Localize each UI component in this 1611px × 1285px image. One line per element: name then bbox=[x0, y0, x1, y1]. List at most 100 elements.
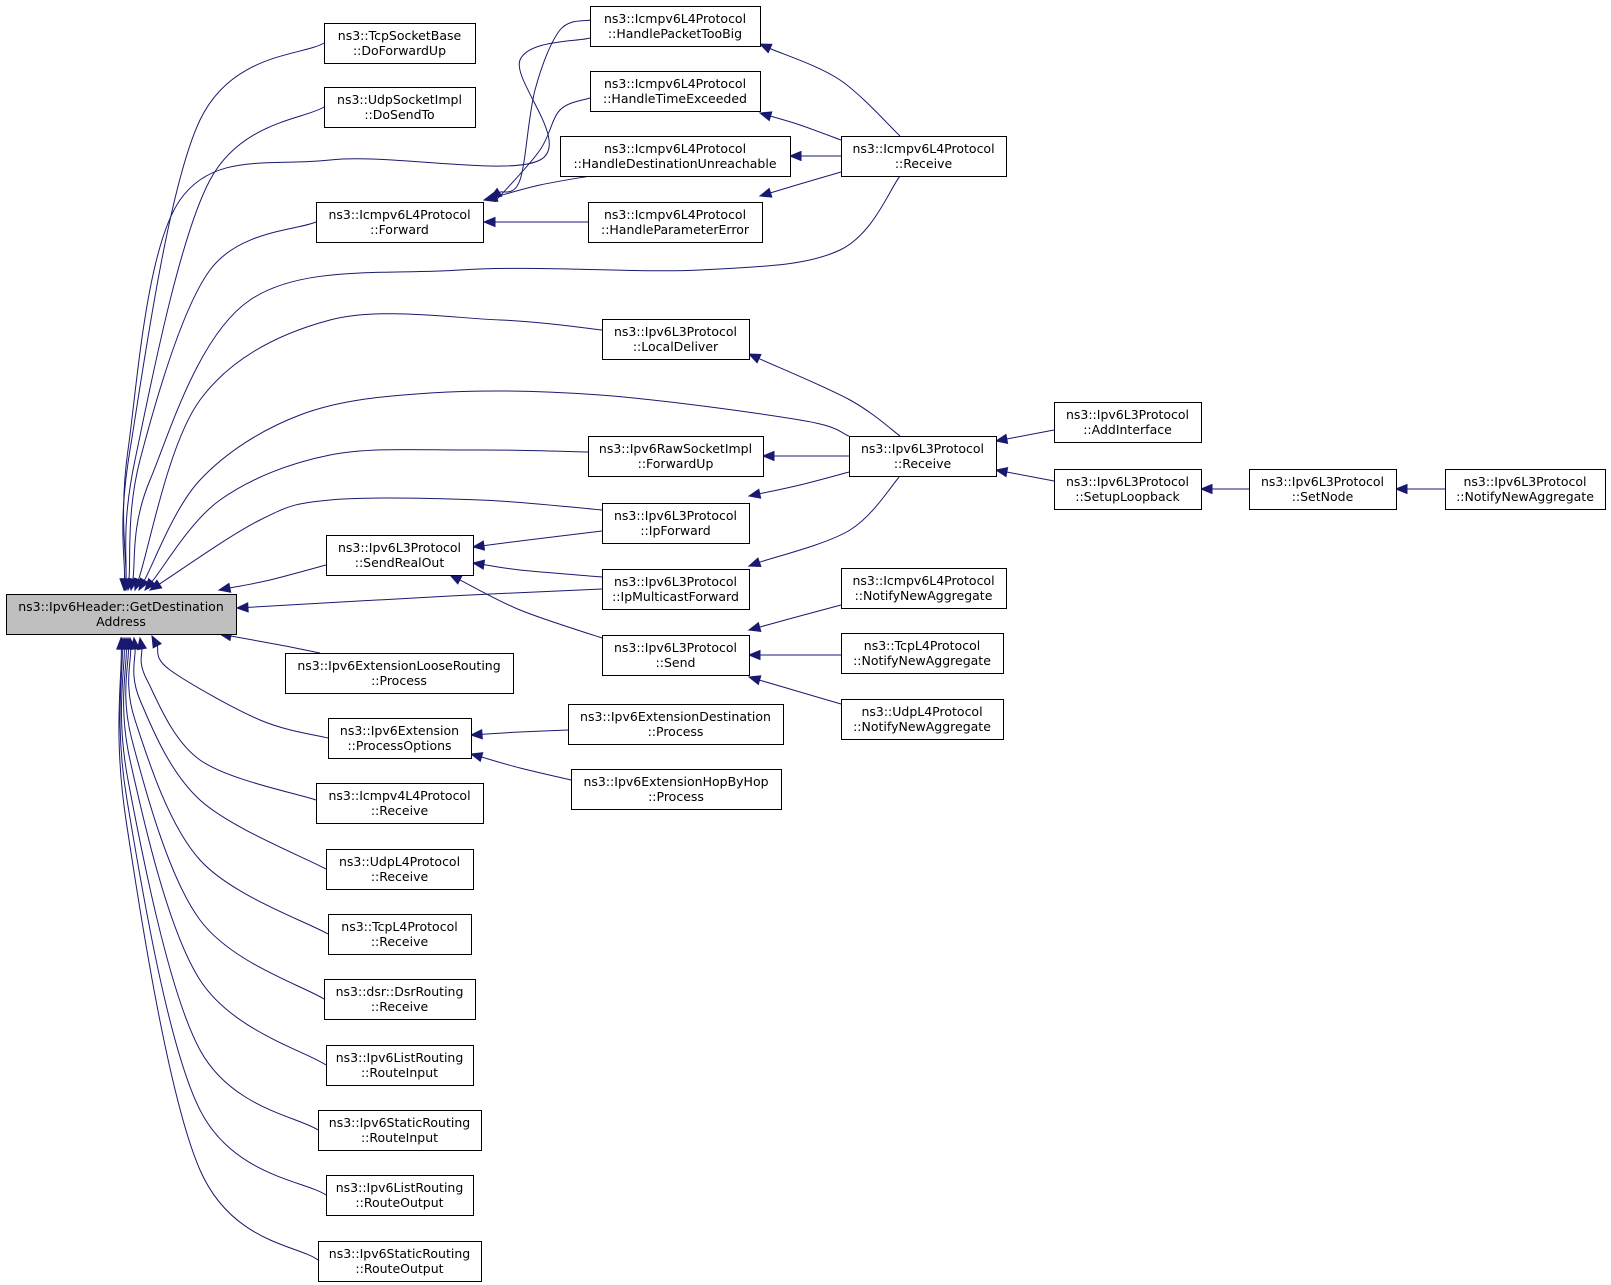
graph-node[interactable]: ns3::Ipv6L3Protocol::AddInterface bbox=[1054, 402, 1202, 443]
node-box bbox=[841, 568, 1007, 609]
edge-line bbox=[759, 679, 842, 705]
graph-node[interactable]: ns3::Ipv6L3Protocol::SetupLoopback bbox=[1054, 469, 1202, 510]
graph-node[interactable]: ns3::UdpSocketImpl::DoSendTo bbox=[324, 87, 476, 128]
graph-node[interactable]: ns3::Icmpv6L4Protocol::Receive bbox=[841, 136, 1007, 177]
node-box bbox=[326, 1045, 474, 1086]
arrowhead-icon bbox=[235, 602, 249, 613]
edge-line bbox=[483, 564, 603, 578]
graph-node[interactable]: ns3::Ipv6L3Protocol::LocalDeliver bbox=[602, 319, 750, 360]
graph-node[interactable]: ns3::Icmpv6L4Protocol::Forward bbox=[316, 202, 484, 243]
node-label: ::HandleTimeExceeded bbox=[603, 91, 747, 106]
call-edge bbox=[994, 466, 1055, 482]
graph-node[interactable]: ns3::Icmpv6L4Protocol::HandleParameterEr… bbox=[588, 202, 763, 243]
node-label: ns3::dsr::DsrRouting bbox=[336, 984, 464, 999]
node-label: ns3::Ipv6ListRouting bbox=[336, 1180, 464, 1195]
call-edge bbox=[144, 449, 589, 592]
node-label: ns3::Ipv6L3Protocol bbox=[1066, 407, 1189, 422]
node-label: ns3::Ipv6ExtensionDestination bbox=[580, 709, 771, 724]
call-edge bbox=[151, 634, 329, 739]
graph-node[interactable]: ns3::Ipv6L3Protocol::IpForward bbox=[602, 503, 750, 544]
call-edge bbox=[1394, 483, 1445, 495]
graph-node[interactable]: ns3::Ipv6L3Protocol::SetNode bbox=[1249, 469, 1397, 510]
call-edge bbox=[116, 636, 319, 1261]
graph-node[interactable]: ns3::Ipv6ExtensionHopByHop::Process bbox=[571, 769, 782, 810]
edges-layer bbox=[116, 19, 1445, 1261]
node-label: ::Receive bbox=[895, 156, 953, 171]
graph-node[interactable]: ns3::Icmpv6L4Protocol::HandleDestination… bbox=[560, 136, 791, 177]
call-edge bbox=[471, 530, 603, 551]
node-label: ::Process bbox=[371, 673, 427, 688]
arrowhead-icon bbox=[747, 649, 761, 661]
node-box bbox=[1445, 469, 1606, 510]
node-label: ::Receive bbox=[371, 999, 429, 1014]
node-label: ns3::UdpL4Protocol bbox=[339, 854, 460, 869]
node-box bbox=[841, 136, 1007, 177]
graph-node[interactable]: ns3::TcpL4Protocol::Receive bbox=[328, 914, 472, 955]
call-edge bbox=[1199, 483, 1249, 495]
arrowhead-icon bbox=[758, 187, 773, 198]
node-label: ns3::Icmpv6L4Protocol bbox=[604, 141, 746, 156]
arrowhead-icon bbox=[994, 466, 1009, 478]
node-box bbox=[602, 503, 750, 544]
node-label: ::Process bbox=[648, 789, 704, 804]
graph-node[interactable]: ns3::Ipv6L3Protocol::IpMulticastForward bbox=[602, 569, 750, 610]
node-box bbox=[849, 436, 997, 477]
node-label: ::RouteOutput bbox=[355, 1261, 443, 1276]
graph-node[interactable]: ns3::TcpL4Protocol::NotifyNewAggregate bbox=[841, 633, 1004, 674]
node-label: ::DoForwardUp bbox=[353, 43, 446, 58]
graph-node[interactable]: ns3::Icmpv6L4Protocol::NotifyNewAggregat… bbox=[841, 568, 1007, 609]
graph-node[interactable]: ns3::Ipv6L3Protocol::SendRealOut bbox=[326, 535, 474, 576]
arrowhead-icon bbox=[471, 559, 486, 570]
arrowhead-icon bbox=[138, 577, 150, 592]
graph-node[interactable]: ns3::Ipv6ListRouting::RouteInput bbox=[326, 1045, 474, 1086]
arrowhead-icon bbox=[482, 216, 496, 228]
arrowhead-icon bbox=[1394, 483, 1408, 495]
graph-node[interactable]: ns3::Ipv6StaticRouting::RouteOutput bbox=[318, 1241, 482, 1282]
edge-line bbox=[140, 648, 317, 801]
graph-node[interactable]: ns3::Ipv6ExtensionLooseRouting::Process bbox=[285, 653, 514, 694]
graph-node[interactable]: ns3::TcpSocketBase::DoForwardUp bbox=[324, 23, 476, 64]
node-label: ::Forward bbox=[370, 222, 429, 237]
node-box bbox=[326, 535, 474, 576]
graph-node[interactable]: ns3::Icmpv6L4Protocol::HandleTimeExceede… bbox=[590, 71, 761, 112]
graph-node[interactable]: ns3::Ipv6L3Protocol::Receive bbox=[849, 436, 997, 477]
graph-node[interactable]: ns3::Icmpv6L4Protocol::HandlePacketTooBi… bbox=[590, 6, 761, 47]
node-box bbox=[590, 6, 761, 47]
arrowhead-icon bbox=[151, 634, 162, 649]
graph-node[interactable]: ns3::Icmpv4L4Protocol::Receive bbox=[316, 783, 484, 824]
call-edge bbox=[747, 471, 850, 499]
edge-line bbox=[481, 756, 572, 781]
edge-line bbox=[1006, 471, 1055, 482]
call-edge bbox=[148, 497, 603, 591]
node-label: ns3::UdpL4Protocol bbox=[861, 704, 982, 719]
node-label: ::NotifyNewAggregate bbox=[853, 653, 991, 668]
node-label: ns3::UdpSocketImpl bbox=[337, 92, 462, 107]
edge-line bbox=[481, 729, 569, 735]
graph-node[interactable]: ns3::UdpL4Protocol::Receive bbox=[326, 849, 474, 890]
graph-node[interactable]: ns3::Ipv6StaticRouting::RouteInput bbox=[318, 1110, 482, 1151]
call-edge bbox=[469, 752, 572, 781]
node-label: ns3::Ipv6L3Protocol bbox=[338, 540, 461, 555]
graph-node[interactable]: ns3::Ipv6L3Protocol::Send bbox=[602, 635, 750, 676]
node-box bbox=[590, 71, 761, 112]
arrowhead-icon bbox=[482, 191, 497, 203]
node-box bbox=[285, 653, 514, 694]
graph-node[interactable]: ns3::Ipv6Extension::ProcessOptions bbox=[328, 718, 472, 759]
edge-line bbox=[128, 648, 329, 935]
graph-node[interactable]: ns3::Ipv6RawSocketImpl::ForwardUp bbox=[588, 436, 764, 477]
node-box bbox=[318, 1241, 482, 1282]
node-label: ::RouteInput bbox=[361, 1065, 438, 1080]
graph-node[interactable]: ns3::Ipv6ListRouting::RouteOutput bbox=[326, 1175, 474, 1216]
node-label: ns3::Ipv6StaticRouting bbox=[329, 1115, 470, 1130]
node-label: ns3::Ipv6L3Protocol bbox=[1261, 474, 1384, 489]
node-label: ::NotifyNewAggregate bbox=[853, 719, 991, 734]
graph-node[interactable]: ns3::dsr::DsrRouting::Receive bbox=[324, 979, 476, 1020]
node-label: ns3::Ipv6StaticRouting bbox=[329, 1246, 470, 1261]
graph-node[interactable]: ns3::Ipv6ExtensionDestination::Process bbox=[568, 704, 784, 745]
graph-node[interactable]: ns3::Ipv6L3Protocol::NotifyNewAggregate bbox=[1445, 469, 1606, 510]
graph-node[interactable]: ns3::UdpL4Protocol::NotifyNewAggregate bbox=[841, 699, 1004, 740]
edge-line bbox=[769, 48, 901, 137]
node-label: ::HandlePacketTooBig bbox=[608, 26, 742, 41]
